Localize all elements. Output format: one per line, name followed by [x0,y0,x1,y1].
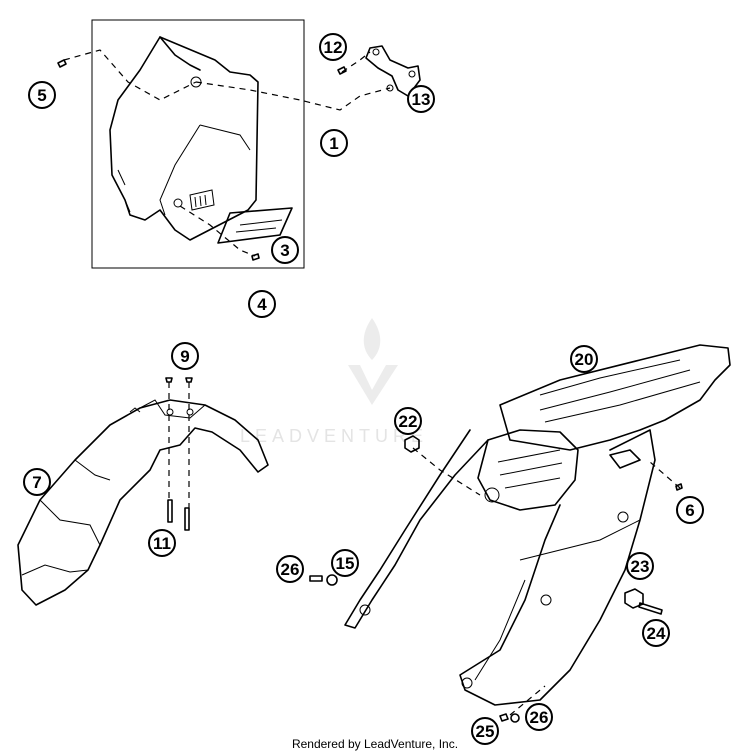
callout-13[interactable]: 13 [407,85,435,113]
callout-label: 22 [399,412,418,431]
callout-26-bottom[interactable]: 26 [525,703,553,731]
callout-24[interactable]: 24 [642,619,670,647]
callout-label: 26 [281,560,300,579]
rendered-by-credit: Rendered by LeadVenture, Inc. [291,737,459,751]
callout-label: 3 [280,241,289,260]
number-plate-part [109,36,259,241]
callout-1[interactable]: 1 [320,129,348,157]
number-plate-group-box [91,19,305,269]
callout-label: 20 [575,350,594,369]
leader-lines [63,49,681,716]
callout-5[interactable]: 5 [28,81,56,109]
callout-label: 13 [412,90,431,109]
callout-label: 24 [647,624,666,643]
callout-label: 1 [329,134,338,153]
callout-9[interactable]: 9 [171,342,199,370]
front-fender-part [17,399,269,606]
sticker-part [217,207,293,244]
callout-15[interactable]: 15 [331,549,359,577]
rear-fender-part [344,344,731,706]
callout-label: 23 [631,557,650,576]
callout-7[interactable]: 7 [23,468,51,496]
callout-label: 11 [153,534,171,553]
callout-label: 5 [37,86,46,105]
callout-3[interactable]: 3 [271,236,299,264]
callout-label: 6 [685,501,694,520]
callout-label: 25 [476,722,495,741]
callout-26-left[interactable]: 26 [276,555,304,583]
callout-label: 9 [180,347,189,366]
callout-11[interactable]: 11 [148,529,176,557]
callout-25[interactable]: 25 [471,717,499,745]
callout-label: 15 [336,554,355,573]
callout-label: 26 [530,708,549,727]
callout-6[interactable]: 6 [676,496,704,524]
callout-22[interactable]: 22 [394,407,422,435]
callout-12[interactable]: 12 [319,33,347,61]
callout-4[interactable]: 4 [248,290,276,318]
callout-label: 7 [32,473,41,492]
screws [57,59,683,723]
callout-23[interactable]: 23 [626,552,654,580]
callout-label: 4 [257,295,267,314]
watermark-text: LEADVENTURE [240,426,428,446]
callout-20[interactable]: 20 [570,345,598,373]
callout-label: 12 [324,38,343,57]
leadventure-watermark: LEADVENTURE [240,318,428,446]
